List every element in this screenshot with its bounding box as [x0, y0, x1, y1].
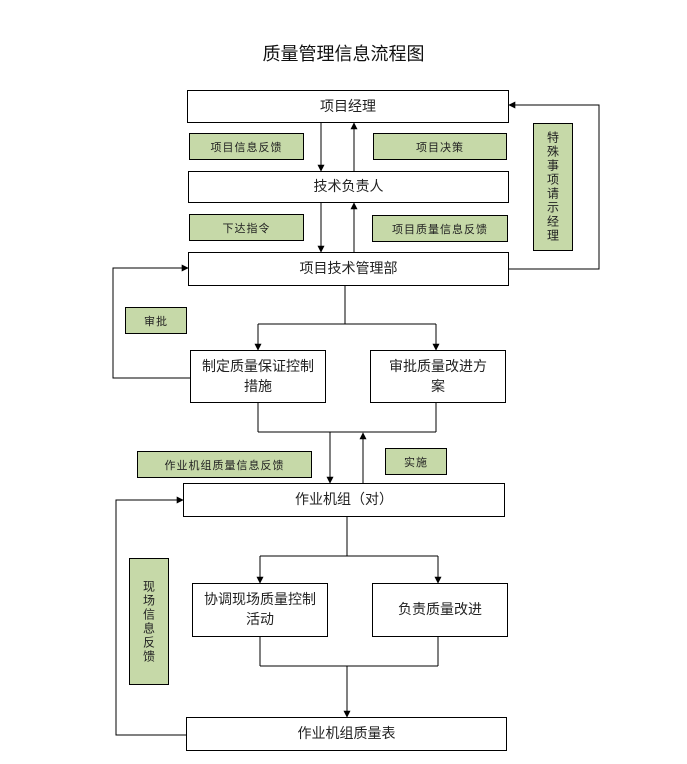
- work-crew-box: 作业机组（对）: [183, 483, 505, 517]
- site-feedback-label: 现场信息反馈: [129, 558, 169, 685]
- arrow-approval-loop: [112, 264, 190, 379]
- issue-directive-label: 下达指令: [189, 214, 304, 241]
- quality-table-box: 作业机组质量表: [186, 717, 507, 751]
- approve-plan-box: 审批质量改进方案: [370, 350, 506, 403]
- crew-quality-feedback-label: 作业机组质量信息反馈: [137, 451, 312, 478]
- project-decision-label: 项目决策: [373, 133, 507, 160]
- project-info-feedback-label: 项目信息反馈: [189, 133, 304, 160]
- project-manager-box: 项目经理: [187, 90, 509, 123]
- quality-measures-box: 制定质量保证控制措施: [190, 350, 326, 403]
- coordinate-box: 协调现场质量控制活动: [192, 583, 328, 637]
- approve-label: 审批: [125, 307, 187, 334]
- responsible-box: 负责质量改进: [372, 583, 508, 637]
- special-request-label: 特殊事项请示经理: [533, 123, 573, 251]
- tech-lead-box: 技术负责人: [188, 171, 509, 203]
- tech-dept-box: 项目技术管理部: [188, 252, 509, 286]
- arrow-site-feedback: [115, 496, 186, 736]
- implement-label: 实施: [385, 448, 447, 475]
- page-title: 质量管理信息流程图: [262, 44, 425, 65]
- arrow-special-request: [508, 101, 600, 270]
- project-quality-feedback-label: 项目质量信息反馈: [372, 215, 508, 242]
